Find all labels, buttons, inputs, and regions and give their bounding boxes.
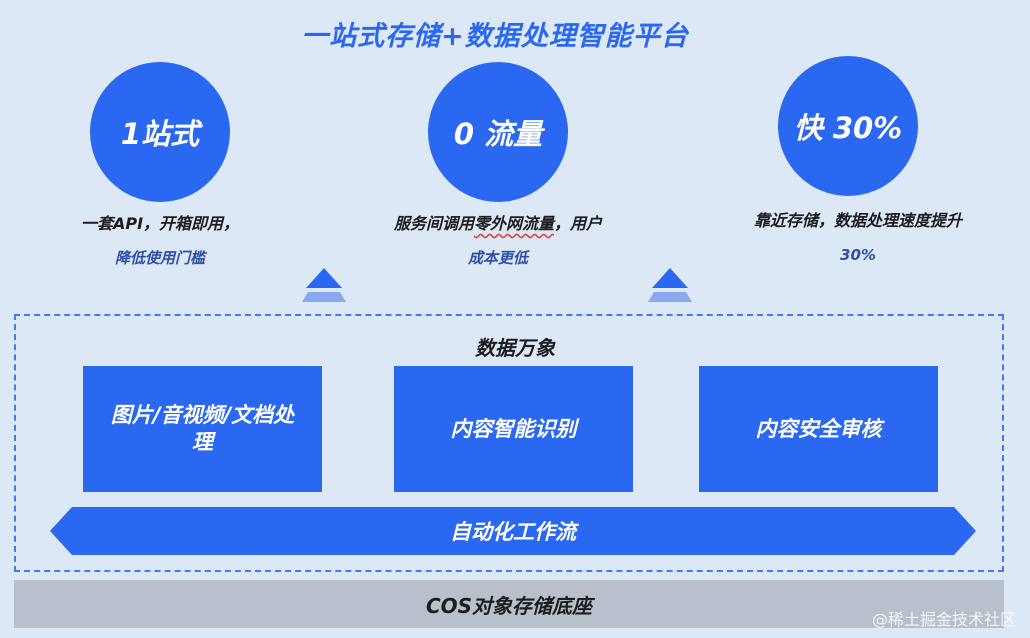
feature-desc-faster: 靠近存储，数据处理速度提升 30% [718, 210, 998, 266]
spellcheck-highlight: 零外网流量 [473, 214, 554, 233]
module-content-recognition: 内容智能识别 [394, 366, 633, 492]
feature-desc-zero-traffic: 服务间调用零外网流量，用户 成本更低 [340, 213, 656, 269]
feature-desc-line1: 服务间调用零外网流量，用户 [393, 214, 603, 233]
watermark: @稀土掘金技术社区 [871, 610, 1016, 629]
feature-desc-one-stop: 一套API，开箱即用， 降低使用门槛 [40, 213, 280, 269]
module-content-moderation: 内容安全审核 [699, 366, 938, 492]
module-media-processing: 图片/音视频/文档处理 [83, 366, 322, 492]
page-title: 一站式存储+数据处理智能平台 [301, 21, 689, 52]
cos-storage-base: COS对象存储底座 [14, 580, 1004, 628]
feature-badge-faster: 快 30% [778, 56, 918, 196]
feature-badge-zero-traffic: 0 流量 [428, 62, 568, 202]
data-wanxiang-frame [14, 314, 1004, 572]
feature-badge-one-stop: 1站式 [90, 62, 230, 202]
up-arrow-icon [302, 268, 346, 302]
feature-desc-line1: 靠近存储，数据处理速度提升 [753, 211, 962, 230]
double-arrow-shape [50, 507, 976, 555]
data-wanxiang-title: 数据万象 [475, 336, 555, 360]
workflow-banner: 自动化工作流 [50, 507, 976, 555]
feature-desc-line2: 30% [840, 246, 876, 264]
feature-desc-line2: 成本更低 [467, 249, 528, 267]
feature-desc-line2: 降低使用门槛 [114, 249, 205, 267]
feature-desc-line1: 一套API，开箱即用， [80, 214, 240, 233]
workflow-label: 自动化工作流 [450, 520, 576, 544]
up-arrow-icon [648, 268, 692, 302]
